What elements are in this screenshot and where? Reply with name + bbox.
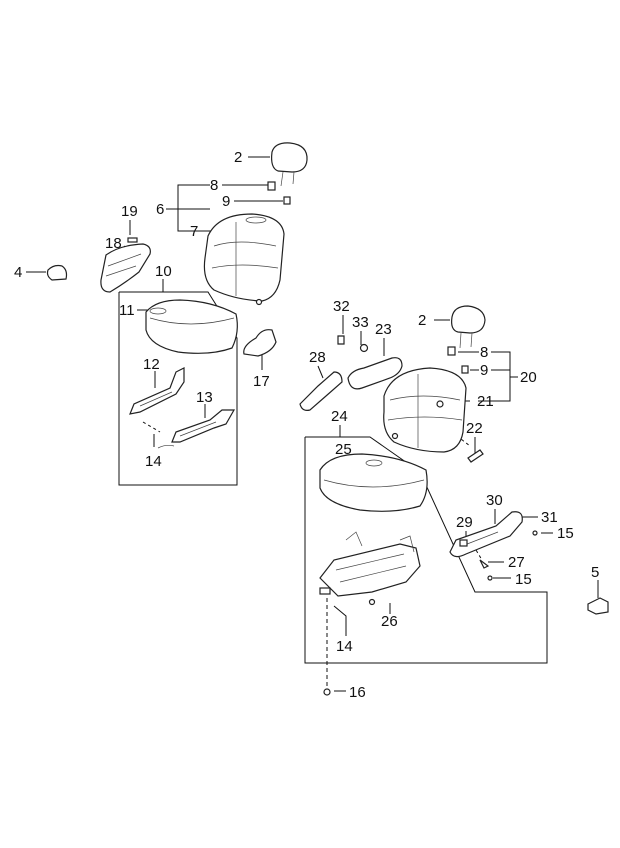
callout-label: 24 (331, 408, 348, 425)
cushion-left-part (145, 299, 238, 354)
clip-right-part (447, 346, 469, 374)
callout-label: 9 (222, 193, 230, 210)
callout-labels: 2 8 9 6 7 19 18 4 10 11 12 13 14 17 32 3… (14, 149, 599, 701)
seatback-right-part (383, 367, 467, 453)
callout-label: 26 (381, 613, 398, 630)
callout-label: 4 (14, 264, 22, 281)
callout-label: 5 (591, 564, 599, 581)
callout-label: 32 (333, 298, 350, 315)
side-trim-left-part (100, 237, 151, 293)
callout-label: 7 (190, 223, 198, 240)
callout-label: 28 (309, 349, 326, 366)
callout-label: 17 (253, 373, 270, 390)
side-shield-right-part (449, 511, 538, 581)
cushion-right-part (319, 453, 428, 512)
callout-label: 12 (143, 356, 160, 373)
callout-label: 30 (486, 492, 503, 509)
headrest-right-part (451, 305, 486, 349)
callout-label: 13 (196, 389, 213, 406)
callout-label: 8 (480, 344, 488, 361)
callout-label: 16 (349, 684, 366, 701)
callout-label: 2 (234, 149, 242, 166)
callout-label: 6 (156, 201, 164, 218)
callout-label: 20 (520, 369, 537, 386)
callout-label: 11 (119, 302, 135, 319)
callout-label: 29 (456, 514, 473, 531)
callout-label: 25 (335, 441, 352, 458)
callout-label: 9 (480, 362, 488, 379)
leader-lines (26, 156, 599, 692)
callout-label: 19 (121, 203, 138, 220)
rail-left-part (129, 367, 236, 449)
callout-label: 14 (145, 453, 162, 470)
hinge-cover-part (299, 371, 343, 411)
callout-label: 31 (541, 509, 558, 526)
callout-label: 27 (508, 554, 525, 571)
headrest-left-part (271, 142, 308, 187)
seat-frame-right-part (319, 531, 421, 606)
callout-label: 33 (352, 314, 369, 331)
bolt-part (323, 688, 331, 696)
knob-cover-left-part (46, 264, 68, 281)
seatback-left-part (203, 213, 285, 306)
pin-right-part (467, 449, 484, 463)
callout-label: 10 (155, 263, 172, 280)
callout-label: 21 (477, 393, 494, 410)
callout-label: 22 (466, 420, 483, 437)
callout-label: 18 (105, 235, 122, 252)
side-cover-left-part (243, 329, 277, 357)
knob-cover-right-part (587, 597, 609, 615)
callout-label: 15 (557, 525, 574, 542)
callout-label: 15 (515, 571, 532, 588)
callout-label: 23 (375, 321, 392, 338)
callout-label: 14 (336, 638, 353, 655)
callout-label: 2 (418, 312, 426, 329)
callout-label: 8 (210, 177, 218, 194)
armrest-part (337, 335, 403, 390)
